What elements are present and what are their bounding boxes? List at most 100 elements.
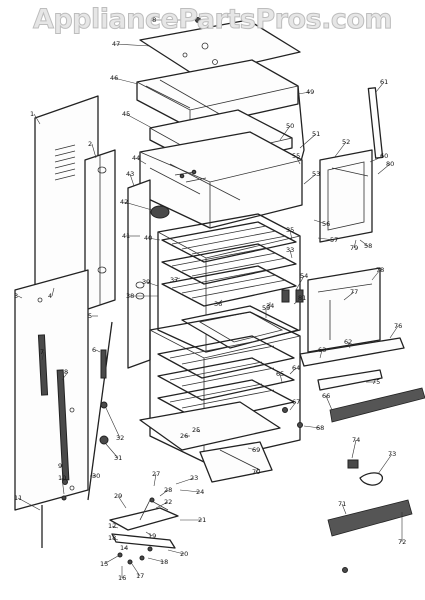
fitting-32 — [100, 401, 108, 409]
callout-label-60: 60 — [380, 152, 388, 160]
callout-label-17: 17 — [136, 572, 144, 580]
callout-label-57: 57 — [330, 236, 338, 244]
callout-leader-55 — [295, 155, 301, 165]
screw-48-top — [195, 17, 201, 23]
callout-label-52: 52 — [342, 138, 350, 146]
callout-leader-45 — [125, 113, 153, 129]
callout-label-5: 5 — [88, 312, 92, 320]
callout-leader-24 — [179, 489, 201, 493]
callout-leader-40 — [147, 237, 161, 241]
callout-leader-68 — [303, 425, 321, 429]
callout-label-53: 53 — [312, 170, 320, 178]
oven-rack-3 — [161, 265, 297, 307]
top-cover — [139, 19, 301, 77]
callout-label-75: 75 — [372, 378, 380, 386]
callout-leader-20 — [167, 549, 185, 555]
handle-bar — [367, 87, 384, 159]
callout-label-74: 74 — [352, 436, 360, 444]
callout-leader-42 — [123, 201, 153, 211]
oven-frame-lower — [149, 311, 301, 463]
callout-leader-39 — [145, 281, 159, 287]
callout-label-2: 2 — [88, 140, 92, 148]
callout-label-64: 64 — [292, 364, 300, 372]
fitting-31 — [99, 435, 109, 445]
callout-leader-8 — [61, 371, 69, 381]
callout-label-23: 23 — [190, 474, 198, 482]
callout-label-1: 1 — [30, 110, 34, 118]
callout-leader-63 — [319, 349, 323, 359]
callout-leader-27 — [153, 473, 157, 487]
callout-leader-10 — [61, 477, 65, 495]
callout-leader-33 — [289, 249, 293, 259]
callout-label-63: 63 — [318, 346, 326, 354]
callout-label-22: 22 — [164, 498, 172, 506]
callout-leader-64 — [289, 367, 297, 375]
callout-leader-35 — [289, 229, 293, 241]
callout-leader-47 — [115, 43, 151, 47]
callout-leader-57 — [317, 237, 335, 241]
callout-leader-18 — [147, 557, 165, 563]
callout-label-31: 31 — [114, 454, 122, 462]
callout-leader-32 — [105, 407, 121, 439]
callout-label-7: 7 — [40, 348, 44, 356]
oven-rack-1 — [161, 221, 297, 263]
oven-frame-upper — [157, 213, 301, 353]
oven-rack-2 — [161, 243, 297, 285]
callout-leader-65 — [279, 373, 283, 383]
callout-leader-74 — [351, 439, 357, 459]
callout-label-8: 8 — [64, 368, 68, 376]
callout-leader-37 — [173, 277, 181, 281]
base-panel — [199, 441, 273, 483]
callout-label-3: 3 — [14, 292, 18, 300]
front-panel — [14, 269, 89, 511]
callout-label-19: 19 — [148, 532, 156, 540]
callout-label-51: 51 — [312, 130, 320, 138]
callout-label-73: 73 — [388, 450, 396, 458]
callout-leader-23 — [175, 477, 195, 485]
callout-leader-56 — [313, 219, 327, 225]
callout-label-54: 54 — [300, 272, 308, 280]
callout-leader-9 — [61, 465, 65, 481]
callout-leader-49 — [297, 91, 311, 95]
callout-label-68: 68 — [316, 424, 324, 432]
vent-slots — [54, 144, 76, 181]
callout-label-32: 32 — [116, 434, 124, 442]
callout-leader-66 — [325, 395, 333, 411]
callout-label-4: 4 — [48, 292, 52, 300]
callout-leader-67 — [289, 401, 297, 411]
callout-leader-6 — [95, 349, 101, 353]
callout-label-67: 67 — [292, 398, 300, 406]
callout-label-81: 81 — [298, 294, 306, 302]
callout-leader-12 — [111, 525, 119, 529]
callout-leader-60 — [369, 155, 385, 163]
callout-leader-80 — [377, 163, 391, 175]
control-knob-42 — [150, 205, 170, 219]
callout-leader-50 — [279, 125, 291, 141]
callout-leader-77 — [343, 291, 355, 301]
side-window-panel — [319, 149, 373, 243]
bottom-panel — [139, 401, 281, 451]
callout-leader-29 — [117, 495, 127, 509]
vent-grille-66 — [329, 387, 425, 423]
callout-leader-15 — [103, 555, 119, 565]
callout-label-20: 20 — [180, 550, 188, 558]
callout-label-50: 50 — [286, 122, 294, 130]
callout-leader-81 — [293, 297, 303, 305]
callout-label-61: 61 — [380, 78, 388, 86]
burner-assembly — [109, 497, 179, 565]
callout-leader-73 — [377, 453, 393, 475]
callout-leader-62 — [347, 341, 351, 349]
callout-leader-78 — [371, 269, 381, 281]
callout-leaders — [17, 19, 403, 578]
callout-label-6: 6 — [92, 346, 96, 354]
callout-leader-28 — [159, 489, 169, 497]
valve-34 — [100, 349, 107, 379]
callout-leader-79 — [353, 239, 357, 249]
callout-label-77: 77 — [350, 288, 358, 296]
side-door-panel — [307, 267, 381, 353]
callout-leader-44 — [135, 157, 147, 165]
callout-leader-31 — [105, 443, 119, 459]
callout-label-27: 27 — [152, 470, 160, 478]
callout-label-78: 78 — [376, 266, 384, 274]
